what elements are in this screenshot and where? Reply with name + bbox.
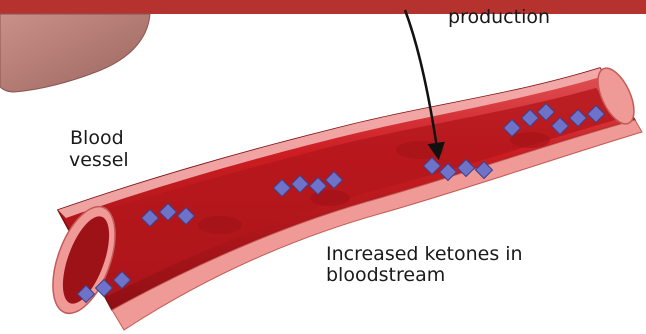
blood-vessel-label-line2: vessel xyxy=(69,150,129,171)
ketones-label-line1: Increased ketones in xyxy=(326,244,523,265)
ketones-label-line2: bloodstream xyxy=(326,265,445,286)
red-blood-cell xyxy=(510,132,550,148)
production-label: production xyxy=(448,7,550,28)
blood-vessel-label-line1: Blood xyxy=(70,128,124,149)
red-blood-cell xyxy=(198,216,242,234)
liver-shape xyxy=(0,14,150,92)
